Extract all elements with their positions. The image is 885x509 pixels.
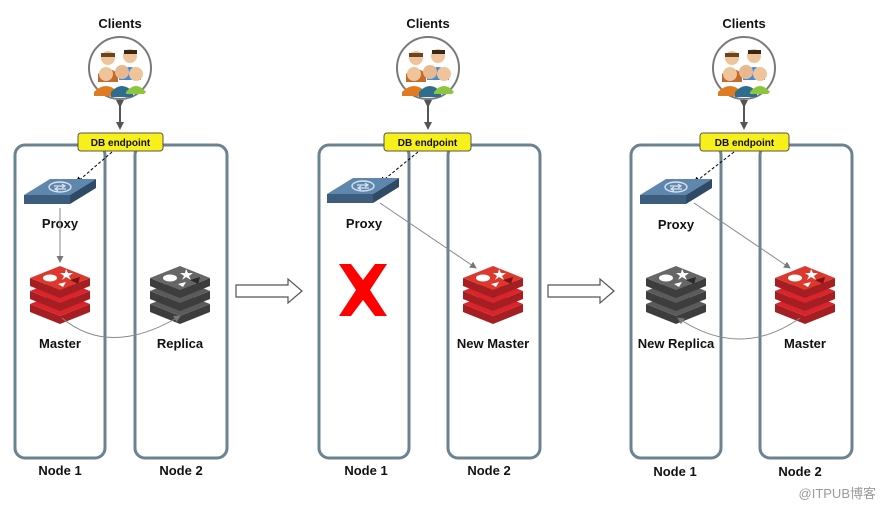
replication-arrow [677, 317, 801, 340]
node-1-box [317, 143, 411, 460]
node-2-label: Node 2 [159, 463, 202, 478]
proxy-icon [326, 177, 400, 204]
replication-arrow [61, 315, 181, 338]
db-endpoint-label: DB endpoint [91, 138, 151, 149]
watermark: @ITPUB博客 [799, 486, 876, 501]
master-redis-icon [30, 266, 90, 324]
node-1-box [13, 143, 107, 460]
node-1-label: Node 1 [653, 464, 696, 479]
clients-label: Clients [722, 16, 765, 31]
clients-icon [88, 36, 152, 100]
proxy-label: Proxy [658, 217, 695, 232]
master-redis-icon [775, 266, 835, 324]
clients-icon [396, 36, 460, 100]
db-endpoint-box [699, 132, 790, 152]
node-1-box [629, 143, 723, 460]
panel-failover: Clients DB endpoint Proxy New Master Nod… [317, 16, 542, 478]
proxy-icon [23, 178, 97, 205]
db-endpoint-label: DB endpoint [398, 138, 458, 149]
endpoint-proxy-link [379, 151, 419, 184]
new-master-label: New Master [457, 336, 529, 351]
clients-icon [712, 36, 776, 100]
new-replica-label: New Replica [638, 336, 715, 351]
db-endpoint-box [77, 132, 164, 152]
endpoint-proxy-link [693, 151, 735, 184]
transition-arrow-1 [235, 278, 303, 304]
node-2-label: Node 2 [778, 464, 821, 479]
node-2-label: Node 2 [467, 463, 510, 478]
replica-redis-icon [150, 266, 210, 324]
new-master-redis-icon [463, 266, 523, 324]
node-1-label: Node 1 [38, 463, 81, 478]
proxy-master-link [693, 202, 791, 269]
master-label: Master [39, 336, 81, 351]
node-2-box [758, 143, 854, 460]
failed-master-x-icon [339, 264, 387, 316]
new-replica-redis-icon [646, 266, 706, 324]
node-2-box [133, 143, 229, 460]
transition-arrow-2 [547, 278, 615, 304]
clients-label: Clients [98, 16, 141, 31]
db-endpoint-box [383, 132, 472, 152]
master-label: Master [784, 336, 826, 351]
proxy-new-master-link [379, 202, 477, 269]
proxy-icon [639, 178, 713, 205]
clients-label: Clients [406, 16, 449, 31]
proxy-label: Proxy [346, 216, 383, 231]
replica-label: Replica [157, 336, 204, 351]
endpoint-proxy-link [75, 151, 113, 184]
node-1-label: Node 1 [344, 463, 387, 478]
panel-before-failover: Clients DB endpoint Proxy Master Replica… [13, 16, 229, 478]
node-2-box [446, 143, 542, 460]
panel-after-recovery: Clients DB endpoint Proxy New Replica Ma… [629, 16, 854, 479]
db-endpoint-label: DB endpoint [715, 138, 775, 149]
